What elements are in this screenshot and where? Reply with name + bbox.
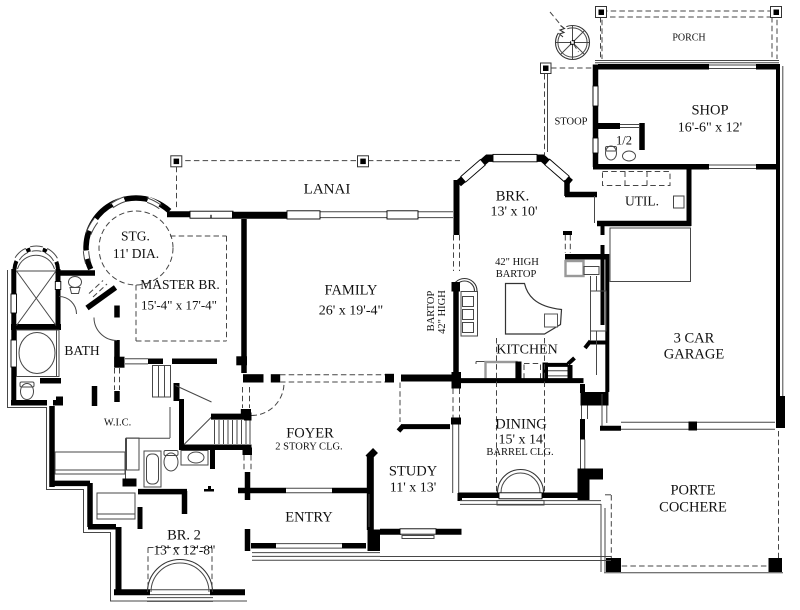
svg-text:13' x 12'-8": 13' x 12'-8" bbox=[153, 543, 215, 558]
svg-text:KITCHEN: KITCHEN bbox=[496, 343, 557, 358]
svg-text:UTIL.: UTIL. bbox=[625, 194, 659, 209]
svg-text:MASTER BR.: MASTER BR. bbox=[140, 277, 220, 292]
svg-text:BARTOP: BARTOP bbox=[426, 291, 437, 332]
svg-text:26' x 19'-4": 26' x 19'-4" bbox=[319, 304, 383, 319]
svg-text:13' x 10': 13' x 10' bbox=[490, 205, 537, 220]
svg-text:STUDY: STUDY bbox=[389, 464, 438, 480]
svg-text:PORCH: PORCH bbox=[672, 33, 705, 44]
svg-text:LANAI: LANAI bbox=[304, 182, 351, 198]
svg-text:DINING: DINING bbox=[495, 417, 547, 433]
svg-text:FOYER: FOYER bbox=[286, 426, 334, 442]
svg-text:STG.: STG. bbox=[121, 229, 150, 244]
svg-text:BARTOP: BARTOP bbox=[496, 269, 537, 280]
svg-text:PORTE: PORTE bbox=[670, 483, 715, 499]
svg-text:11' DIA.: 11' DIA. bbox=[113, 246, 159, 261]
svg-text:3 CAR: 3 CAR bbox=[674, 331, 715, 347]
svg-text:11' x 13': 11' x 13' bbox=[390, 481, 437, 496]
svg-text:GARAGE: GARAGE bbox=[664, 347, 725, 363]
svg-text:1/2: 1/2 bbox=[616, 134, 632, 148]
svg-text:FAMILY: FAMILY bbox=[324, 283, 378, 299]
svg-text:W.I.C.: W.I.C. bbox=[104, 418, 131, 429]
svg-text:2 STORY CLG.: 2 STORY CLG. bbox=[275, 442, 342, 453]
svg-text:BARREL CLG.: BARREL CLG. bbox=[486, 447, 553, 458]
svg-text:42" HIGH: 42" HIGH bbox=[495, 257, 539, 268]
svg-text:BATH: BATH bbox=[64, 343, 100, 358]
svg-text:15'-4" x 17'-4": 15'-4" x 17'-4" bbox=[141, 298, 217, 313]
svg-text:STOOP: STOOP bbox=[554, 117, 587, 128]
svg-text:42" HIGH: 42" HIGH bbox=[437, 290, 448, 334]
svg-text:ENTRY: ENTRY bbox=[285, 510, 333, 526]
svg-text:BRK.: BRK. bbox=[496, 189, 529, 205]
svg-text:15' x 14': 15' x 14' bbox=[498, 433, 545, 448]
svg-text:BR. 2: BR. 2 bbox=[167, 528, 201, 544]
svg-text:COCHERE: COCHERE bbox=[659, 500, 727, 516]
svg-text:16'-6" x 12': 16'-6" x 12' bbox=[678, 121, 742, 136]
svg-text:SHOP: SHOP bbox=[691, 103, 728, 119]
